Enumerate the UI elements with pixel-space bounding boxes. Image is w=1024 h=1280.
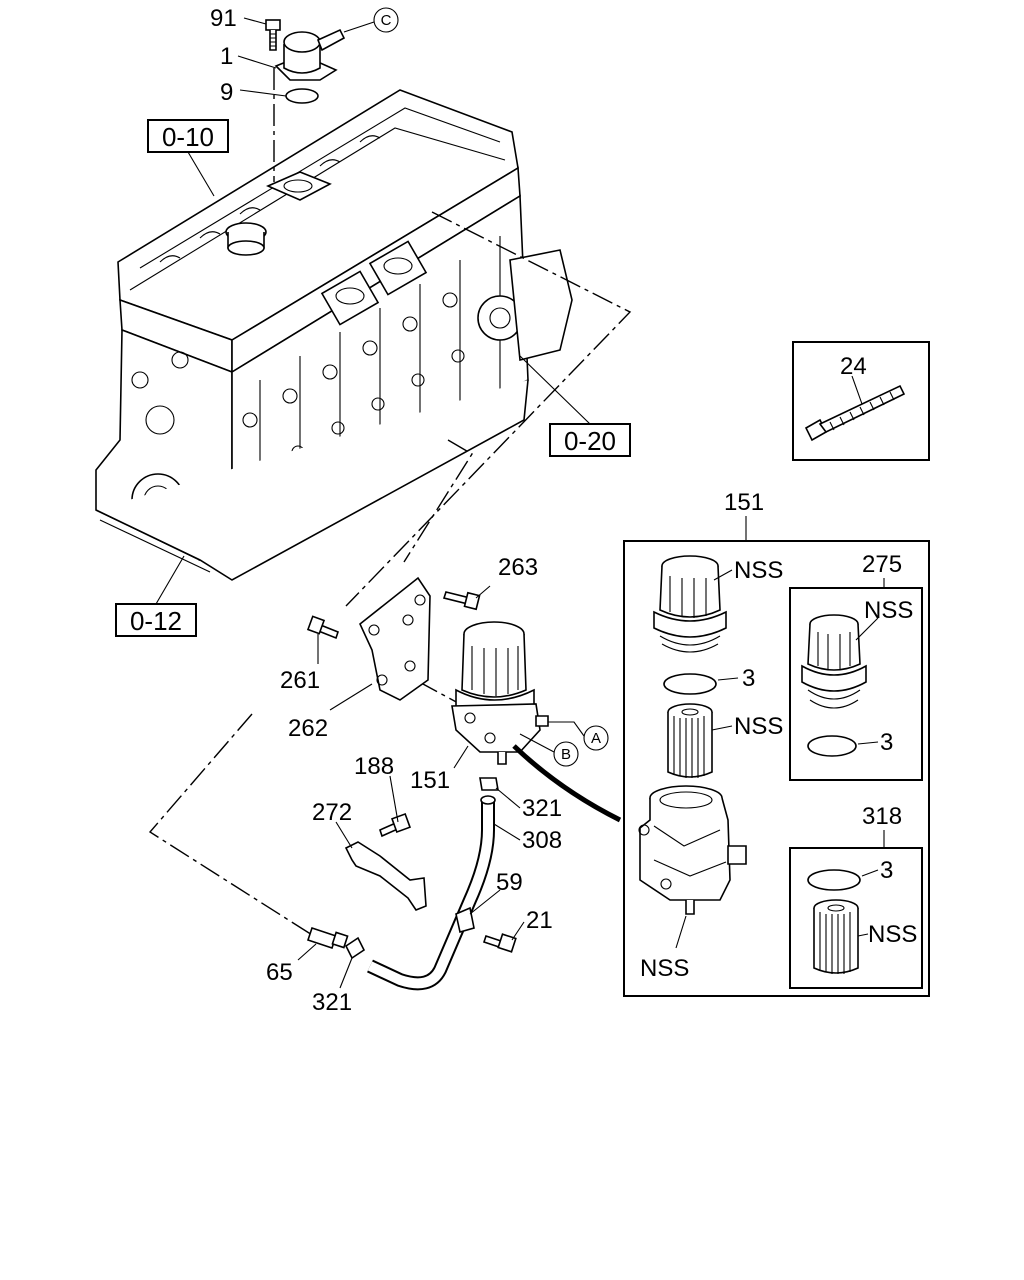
svg-text:0-20: 0-20 bbox=[564, 426, 616, 456]
label-308: 308 bbox=[522, 827, 562, 854]
kit-275-box bbox=[789, 587, 923, 781]
label-151-top: 151 bbox=[724, 489, 764, 516]
label-59: 59 bbox=[496, 869, 523, 896]
connection-line-pipe bbox=[148, 713, 321, 941]
connection-line-main bbox=[345, 211, 632, 607]
o-ring-kit-illustration bbox=[807, 735, 857, 757]
thermostat-housing-group bbox=[265, 19, 346, 182]
label-nss-kit-cap: NSS bbox=[864, 597, 913, 624]
label-275: 275 bbox=[862, 551, 902, 578]
engine-block-illustration bbox=[95, 89, 573, 581]
label-91: 91 bbox=[210, 5, 237, 32]
label-272: 272 bbox=[312, 799, 352, 826]
label-262: 262 bbox=[288, 715, 328, 742]
label-263: 263 bbox=[498, 554, 538, 581]
filter-exploded-box bbox=[623, 540, 930, 997]
svg-text:0-12: 0-12 bbox=[130, 606, 182, 636]
label-321-bottom: 321 bbox=[312, 989, 352, 1016]
label-nss-base: NSS bbox=[640, 955, 689, 982]
connection-line-bracket bbox=[403, 439, 473, 563]
circle-a-text: A bbox=[591, 730, 601, 747]
label-nss-cap: NSS bbox=[734, 557, 783, 584]
label-24: 24 bbox=[840, 353, 867, 380]
circle-c-text: C bbox=[381, 12, 392, 29]
ref-box-0-12: 0-12 bbox=[115, 603, 197, 637]
filter-element-illustration bbox=[667, 703, 713, 778]
circle-marker-b bbox=[553, 741, 579, 767]
label-nss-element: NSS bbox=[734, 713, 783, 740]
label-nss-kit-element: NSS bbox=[868, 921, 917, 948]
o-ring-kit2-illustration bbox=[807, 869, 861, 891]
filter-cap-illustration bbox=[653, 555, 727, 653]
label-65: 65 bbox=[266, 959, 293, 986]
filter-base-illustration bbox=[638, 785, 747, 915]
label-3-c: 3 bbox=[880, 857, 893, 884]
label-318: 318 bbox=[862, 803, 902, 830]
label-321-top: 321 bbox=[522, 795, 562, 822]
label-3-b: 3 bbox=[880, 729, 893, 756]
label-21: 21 bbox=[526, 907, 553, 934]
kit-318-box bbox=[789, 847, 923, 989]
label-151: 151 bbox=[410, 767, 450, 794]
label-1: 1 bbox=[220, 43, 233, 70]
svg-text:0-10: 0-10 bbox=[162, 122, 214, 152]
fuel-filter-assembly bbox=[306, 576, 622, 823]
circle-marker-a bbox=[583, 725, 609, 751]
circle-marker-c bbox=[373, 7, 399, 33]
label-3-a: 3 bbox=[742, 665, 755, 692]
label-9: 9 bbox=[220, 79, 233, 106]
filter-cap-kit-illustration bbox=[801, 614, 867, 709]
part-24-box: 24 bbox=[792, 341, 930, 461]
circle-b-text: B bbox=[561, 746, 571, 763]
label-188: 188 bbox=[354, 753, 394, 780]
ref-box-0-20: 0-20 bbox=[549, 423, 631, 457]
ref-box-0-10: 0-10 bbox=[147, 119, 229, 153]
filter-element-kit-illustration bbox=[813, 899, 859, 974]
fuel-pipe-assembly bbox=[306, 777, 517, 991]
o-ring-illustration bbox=[663, 673, 717, 695]
label-261: 261 bbox=[280, 667, 320, 694]
